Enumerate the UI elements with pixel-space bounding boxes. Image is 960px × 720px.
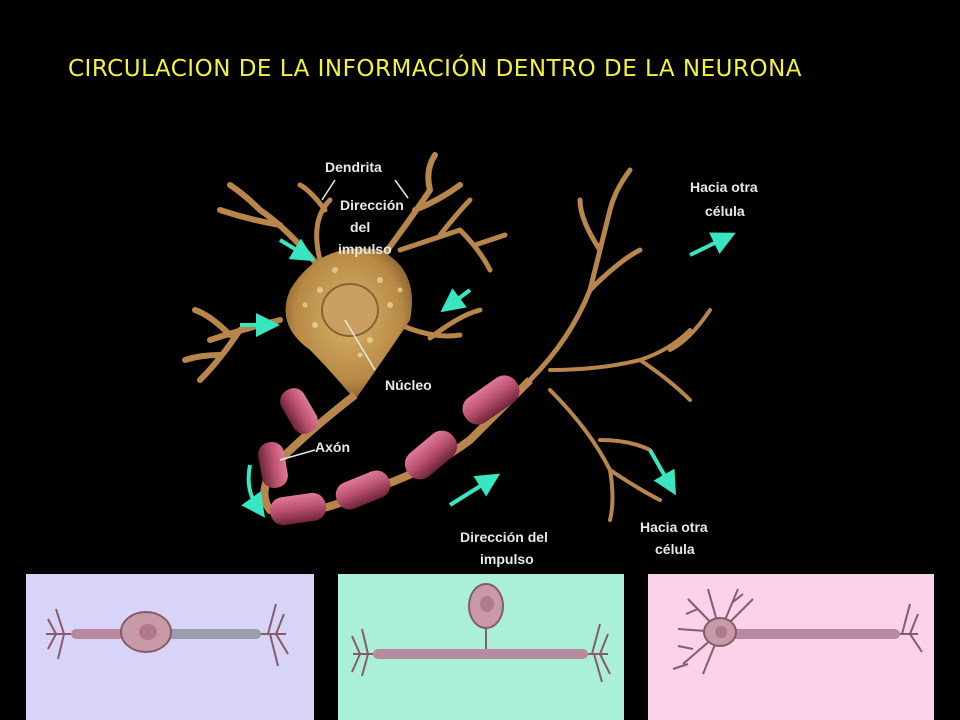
neuron-diagram: Dendrita Dirección del impulso Núcleo Ax… [170, 140, 790, 570]
label-pointers [279, 179, 409, 461]
multipolar-neuron-icon [672, 588, 923, 675]
label-hacia-otra-2b: célula [655, 541, 695, 557]
label-nucleo: Núcleo [385, 377, 432, 393]
dendrites [182, 152, 508, 383]
nucleus [321, 283, 379, 337]
soma-granules [302, 267, 403, 358]
neuron-illustration: Dendrita Dirección del impulso Núcleo Ax… [182, 152, 758, 567]
impulse-arrows [240, 232, 736, 518]
axon [260, 377, 533, 517]
label-hacia-otra-1a: Hacia otra [690, 179, 758, 195]
label-hacia-otra-1b: célula [705, 203, 745, 219]
panel-multipolar-neuron [648, 574, 934, 720]
label-dendrita: Dendrita [325, 159, 382, 175]
label-hacia-otra-2a: Hacia otra [640, 519, 708, 535]
label-direccion-dendrita-3: impulso [338, 241, 392, 257]
panel-bipolar-neuron [26, 574, 314, 720]
page-title: CIRCULACION DE LA INFORMACIÓN DENTRO DE … [68, 56, 803, 82]
myelin-sheath [258, 375, 520, 526]
axon-terminals [527, 167, 712, 522]
panel-unipolar-neuron [338, 574, 624, 720]
label-direccion-dendrita-1: Dirección [340, 197, 404, 213]
unipolar-neuron-icon [351, 583, 611, 683]
bipolar-neuron-icon [46, 603, 289, 667]
label-direccion-dendrita-2: del [350, 219, 370, 235]
label-axon: Axón [315, 439, 350, 455]
label-direccion-axon-2: impulso [480, 551, 534, 567]
label-direccion-axon-1: Dirección del [460, 529, 548, 545]
